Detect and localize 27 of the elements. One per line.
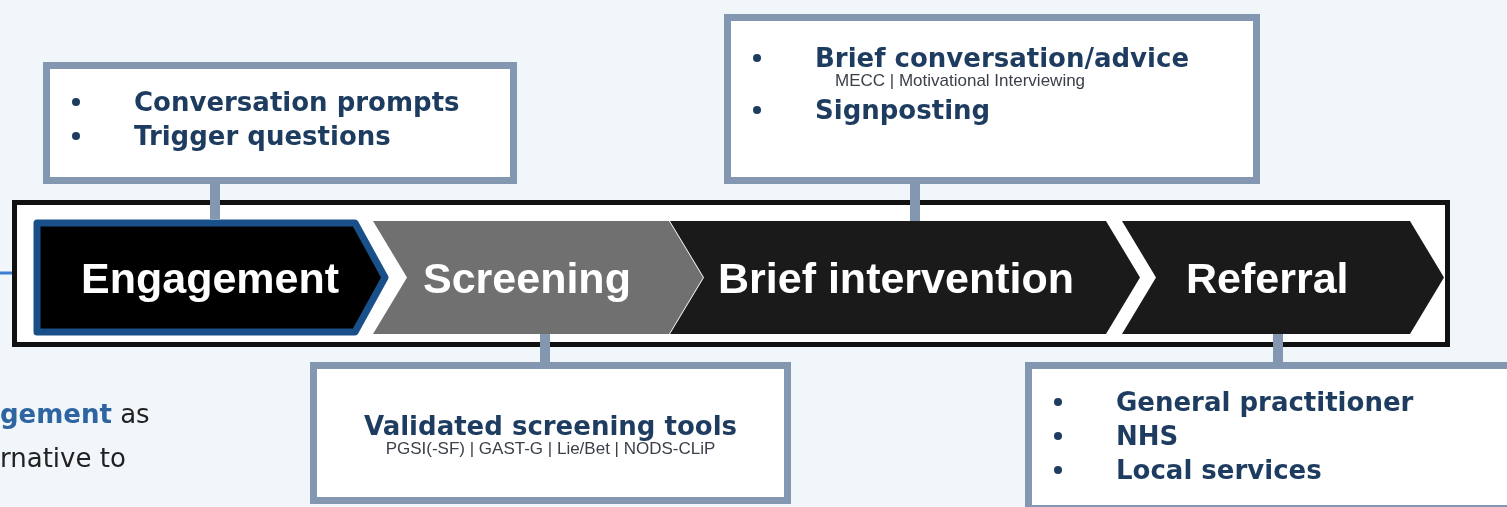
item-text: Validated screening tools (363, 411, 738, 441)
detail-text: MECC | Motivational Interviewing (835, 71, 1086, 91)
item-text: Conversation prompts (134, 87, 460, 117)
step-title: Brief intervention (718, 253, 1074, 302)
process-step (670, 221, 1140, 334)
callout-box (310, 362, 791, 504)
callout-box (724, 14, 1260, 184)
item-text: Local services (1116, 455, 1322, 485)
connector-line (1273, 334, 1283, 362)
item-text: Signposting (815, 95, 991, 125)
callout-box (1025, 362, 1507, 507)
connector-line (540, 334, 550, 362)
callout-box (43, 62, 517, 184)
note-text: gement as rnative to (0, 398, 151, 475)
process-step (33, 219, 391, 336)
item-text: General practitioner (1116, 387, 1414, 417)
step-title: Referral (1186, 253, 1349, 302)
process-step (373, 221, 703, 334)
step-title: Engagement (81, 253, 340, 302)
connector-line (210, 184, 220, 219)
process-band (12, 200, 1450, 347)
process-step (1122, 221, 1444, 334)
item-text: Trigger questions (134, 121, 391, 151)
item-text: NHS (1116, 421, 1179, 451)
step-title: Screening (423, 253, 631, 302)
item-text: Brief conversation/advice (815, 43, 1190, 73)
connector-line (910, 184, 920, 221)
